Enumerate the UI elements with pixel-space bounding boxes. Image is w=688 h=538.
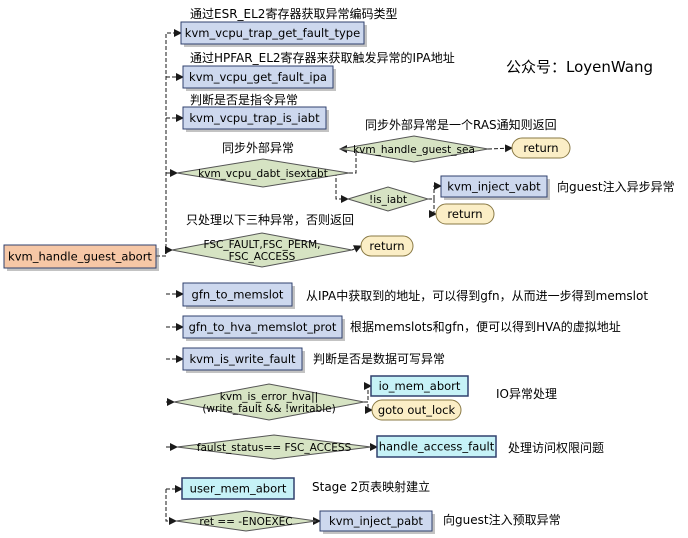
connector-arrow: [487, 144, 513, 153]
node-label: kvm_is_error_hva||: [220, 391, 318, 403]
node-label: gfn_to_hva_memslot_prot: [189, 320, 337, 334]
node-label: kvm_vcpu_dabt_isextabt: [198, 168, 328, 180]
node-box: [3, 244, 157, 269]
node-n6: kvm_is_write_fault: [182, 347, 305, 373]
node-label: return: [369, 239, 404, 253]
decision-diamond: [175, 510, 317, 532]
annotation-ras-return: 同步外部异常是一个RAS通知则返回: [365, 118, 557, 132]
decision-diamond: [173, 383, 365, 421]
node-d4: faulst_status== FSC_ACCESS: [176, 434, 372, 460]
node-pabt: kvm_inject_pabt: [319, 510, 435, 534]
connector-arrow: [428, 198, 437, 218]
node-label: gfn_to_memslot: [192, 288, 284, 302]
terminal-pill: [371, 399, 462, 421]
connector-arrow: [364, 382, 372, 403]
decision-diamond: [171, 232, 353, 268]
node-n4: gfn_to_memslot: [182, 282, 295, 309]
node-box: [182, 106, 327, 130]
node-label: faulst_status== FSC_ACCESS: [197, 442, 352, 454]
node-label: kvm_vcpu_trap_is_iabt: [189, 111, 320, 125]
annotation-stage2: Stage 2页表映射建立: [312, 480, 431, 494]
node-r2: return: [435, 203, 495, 225]
node-n5: gfn_to_hva_memslot_prot: [182, 315, 345, 341]
node-start: kvm_handle_guest_abort: [3, 244, 159, 271]
node-box: [370, 375, 469, 397]
node-label: handle_access_fault: [379, 440, 495, 454]
node-label: kvm_handle_guest_sea: [353, 144, 475, 156]
node-box: [180, 21, 365, 45]
node-box: [182, 65, 334, 89]
node-uma: user_mem_abort: [181, 477, 295, 500]
node-vabt: kvm_inject_vabt: [440, 175, 550, 200]
node-label: io_mem_abort: [379, 379, 461, 393]
decision-diamond: [176, 434, 372, 460]
node-d1: kvm_vcpu_dabt_isextabt: [176, 158, 350, 188]
terminal-pill: [435, 203, 495, 225]
node-label: ret == -ENOEXEC: [199, 516, 292, 528]
node-d3: kvm_is_error_hva||(write_fault && !writa…: [173, 383, 365, 421]
node-label: goto out_lock: [378, 403, 456, 417]
node-sea: kvm_handle_guest_sea: [339, 135, 489, 163]
node-box: [182, 347, 303, 371]
node-box: [182, 282, 293, 307]
node-label: return: [447, 207, 482, 221]
connector-arrow: [156, 29, 182, 257]
terminal-pill: [360, 235, 414, 257]
annotation-fault-type: 通过ESR_EL2寄存器获取异常编码类型: [190, 7, 398, 21]
node-label: kvm_vcpu_trap_get_fault_type: [185, 26, 360, 40]
watermark: 公众号：LoyenWang: [506, 58, 653, 76]
connector-arrow: [428, 182, 442, 200]
node-n2: kvm_vcpu_get_fault_ipa: [182, 65, 336, 91]
node-label: kvm_is_write_fault: [189, 352, 296, 366]
annotation-memslot: 从IPA中获取到的地址，可以得到gfn，从而进一步得到memslot: [306, 289, 649, 303]
annotation-fault-ipa: 通过HPFAR_EL2寄存器来获取触发异常的IPA地址: [190, 51, 455, 65]
annotation-io-abort: IO异常处理: [496, 387, 557, 401]
decision-diamond: [339, 135, 489, 163]
connector-arrow: [165, 489, 177, 525]
node-r1: return: [511, 137, 571, 159]
terminal-pill: [511, 137, 571, 159]
node-n1: kvm_vcpu_trap_get_fault_type: [180, 21, 367, 47]
node-n3: kvm_vcpu_trap_is_iabt: [182, 106, 329, 132]
node-box: [182, 315, 343, 339]
node-box: [319, 510, 433, 532]
node-label: kvm_inject_pabt: [329, 514, 423, 528]
node-gout: goto out_lock: [371, 399, 462, 421]
node-label: return: [523, 141, 558, 155]
decision-diamond: [176, 158, 350, 188]
node-d1b: !is_iabt: [346, 186, 430, 212]
annotation-write-fault: 判断是否是数据可写异常: [313, 352, 446, 366]
annotation-three-faults: 只处理以下三种异常，否则返回: [186, 213, 355, 227]
annotation-is-iabt: 判断是否是指令异常: [190, 93, 299, 107]
annotation-sync-external: 同步外部异常: [222, 141, 295, 155]
node-box: [440, 175, 548, 198]
node-label: FSC_ACCESS: [229, 251, 296, 263]
annotation-access-fault: 处理访问权限问题: [508, 441, 605, 455]
annotation-inject-vabt: 向guest注入异步异常: [557, 180, 675, 194]
node-d2: FSC_FAULT,FSC_PERM,FSC_ACCESS: [171, 232, 353, 268]
connector-arrow: [364, 401, 373, 414]
node-box: [376, 435, 497, 458]
decision-diamond: [346, 186, 430, 212]
node-label: kvm_handle_guest_abort: [8, 250, 152, 264]
node-haf: handle_access_fault: [376, 435, 497, 458]
node-r3: return: [360, 235, 414, 257]
node-mmio: io_mem_abort: [370, 375, 469, 397]
node-label: user_mem_abort: [190, 482, 287, 496]
node-label: kvm_vcpu_get_fault_ipa: [189, 70, 327, 84]
annotation-inject-pabt: 向guest注入预取异常: [443, 513, 561, 527]
node-label: !is_iabt: [369, 194, 407, 206]
node-label: FSC_FAULT,FSC_PERM,: [204, 239, 321, 251]
connector-arrow: [335, 172, 349, 203]
node-label: kvm_inject_vabt: [447, 180, 541, 194]
node-d5: ret == -ENOEXEC: [175, 510, 317, 532]
connector-arrow: [351, 245, 362, 253]
node-label: (write_fault && !writable): [202, 403, 335, 415]
node-box: [181, 477, 295, 500]
annotation-hva: 根据memslots和gfn，便可以得到HVA的虚拟地址: [350, 320, 621, 334]
